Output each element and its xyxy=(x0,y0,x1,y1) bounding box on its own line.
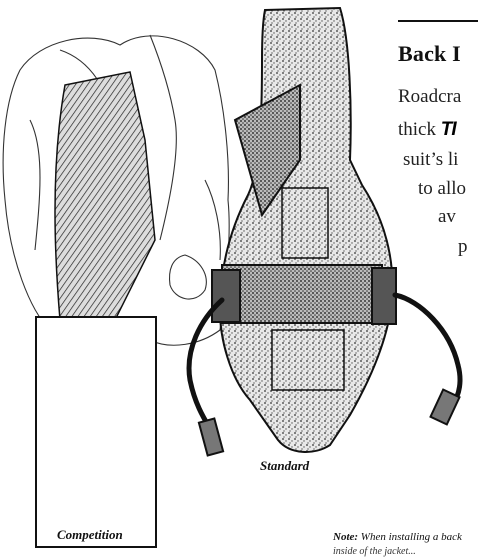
body-text-fragment: thick xyxy=(398,119,436,140)
section-heading: Back I xyxy=(398,41,461,67)
competition-caption: Competition xyxy=(57,527,123,543)
heading-rule xyxy=(398,20,478,22)
body-text-line: Roadcra xyxy=(398,86,461,108)
body-text-line: p xyxy=(458,236,468,258)
standard-caption: Standard xyxy=(260,458,309,474)
brand-fragment: TI xyxy=(441,119,456,140)
installation-note-second-line: inside of the jacket... xyxy=(333,546,416,557)
body-text-line: to allo xyxy=(418,178,466,200)
note-label: Note: xyxy=(333,531,358,543)
body-text-line: av xyxy=(438,206,456,228)
body-text-line: suit’s li xyxy=(403,149,458,171)
body-text-line: thick TI xyxy=(398,119,456,141)
note-text: When installing a back xyxy=(361,531,462,543)
installation-note: Note: When installing a back xyxy=(333,531,462,543)
competition-inset-frame xyxy=(35,316,157,548)
